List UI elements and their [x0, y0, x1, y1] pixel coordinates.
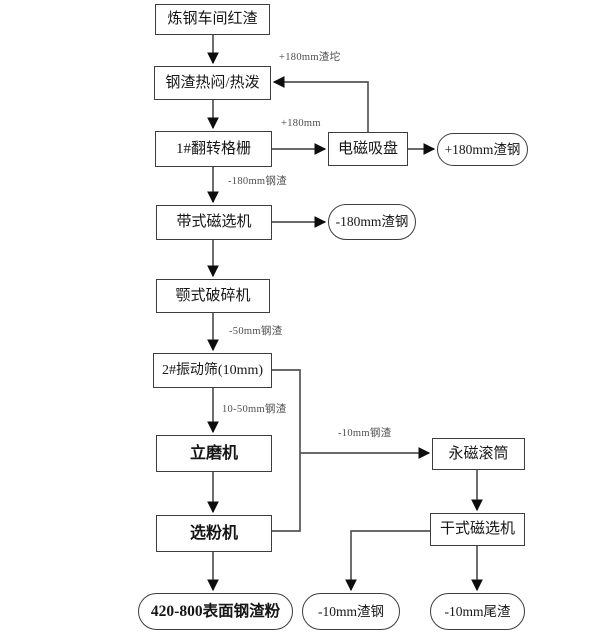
node-belt-separator: 带式磁选机 [156, 205, 272, 240]
node-magnet-drum: 永磁滚筒 [432, 438, 525, 470]
edge-label-range-10-50-slag: 10-50mm钢渣 [222, 404, 287, 415]
edge-label-recycle-plus180-lump: +180mm渣坨 [279, 52, 341, 63]
edge-dry-separator-to-minus10-slag-steel [345, 530, 430, 592]
node-vertical-mill: 立磨机 [156, 435, 272, 472]
node-flip-grid: 1#翻转格栅 [155, 131, 272, 167]
edge-label-minus10-slag: -10mm钢渣 [338, 428, 392, 439]
edge-connector-screen-classifier-bus [272, 369, 301, 532]
edge-recycle-electromagnet-to-hot-treatment [272, 76, 369, 132]
node-source: 炼钢车间红渣 [155, 4, 270, 35]
node-vibrating-screen: 2#振动筛(10mm) [153, 353, 272, 388]
edge-label-plus180: +180mm [281, 118, 321, 129]
edge-label-minus50-slag: -50mm钢渣 [229, 326, 283, 337]
node-dry-separator: 干式磁选机 [430, 513, 525, 546]
edge-label-minus180-slag: -180mm钢渣 [228, 176, 287, 187]
node-plus180-slag-steel: +180mm渣钢 [437, 133, 528, 166]
node-product-slag-powder: 420-800表面钢渣粉 [138, 593, 293, 630]
node-minus10-tailings: -10mm尾渣 [430, 593, 525, 630]
node-hot-treatment: 钢渣热闷/热泼 [154, 66, 271, 100]
node-electromagnet: 电磁吸盘 [328, 132, 408, 166]
node-jaw-crusher: 颚式破碎机 [156, 279, 270, 313]
node-powder-classifier: 选粉机 [156, 515, 272, 552]
node-minus180-slag-steel: -180mm渣钢 [328, 204, 416, 240]
node-minus10-slag-steel: -10mm渣钢 [302, 593, 400, 630]
